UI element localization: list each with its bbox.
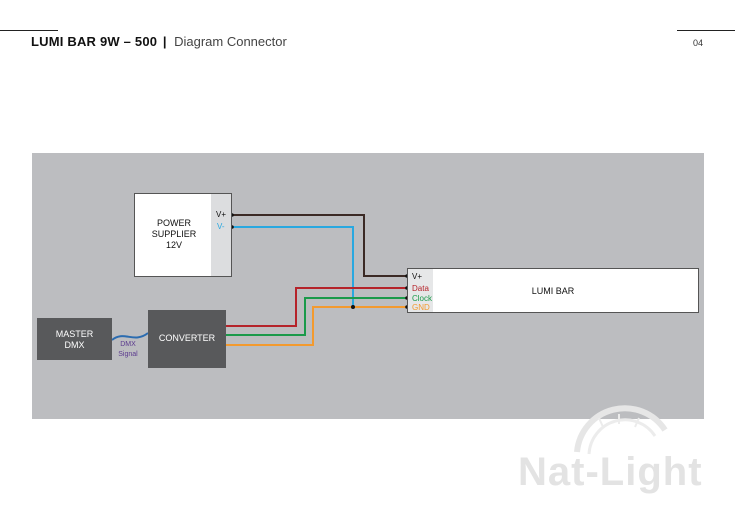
- wire-data: [226, 287, 407, 327]
- lumi-terminal-strip: [408, 269, 433, 312]
- header-rule-left: [0, 30, 58, 31]
- psu-terminal-strip: [211, 194, 231, 276]
- power-supplier-label: POWER SUPPLIER 12V: [151, 218, 197, 250]
- converter-label: CONVERTER: [158, 333, 216, 343]
- wire-clock: [226, 297, 407, 336]
- wire-gnd: [226, 306, 407, 346]
- lumi-bar-box: LUMI BAR: [407, 268, 699, 313]
- master-dmx-box: MASTER DMX: [37, 318, 112, 360]
- watermark-text: Nat-Light: [518, 450, 703, 494]
- lumi-pin-data: Data: [412, 284, 429, 293]
- header-rule-right: [677, 30, 735, 31]
- page-subtitle: Diagram Connector: [174, 34, 287, 49]
- watermark-arc-icon: [574, 405, 668, 455]
- lumi-bar-label: LUMI BAR: [531, 286, 575, 296]
- power-supplier-box: POWER SUPPLIER 12V: [134, 193, 232, 277]
- wire-vminus: [232, 226, 354, 307]
- psu-pin-vminus: V-: [217, 222, 225, 231]
- lumi-pin-gnd: GND: [412, 303, 430, 312]
- converter-box: CONVERTER: [148, 310, 226, 368]
- page-number: 04: [692, 38, 703, 48]
- wire-dmx: [111, 332, 149, 341]
- title-separator: |: [162, 34, 167, 49]
- wire-vplus: [232, 214, 407, 277]
- page-title: LUMI BAR 9W – 500 | Diagram Connector: [31, 34, 287, 49]
- psu-pin-vplus: V+: [216, 210, 227, 219]
- nat-light-watermark: Nat-Light: [515, 390, 720, 500]
- lumi-pin-clock: Clock: [412, 294, 433, 303]
- junction-dot-gnd: [351, 305, 355, 309]
- dmx-signal-label: DMX Signal: [118, 341, 138, 358]
- lumi-pin-vplus: V+: [412, 272, 423, 281]
- product-name: LUMI BAR 9W – 500: [31, 34, 158, 49]
- master-dmx-label: MASTER DMX: [55, 329, 94, 350]
